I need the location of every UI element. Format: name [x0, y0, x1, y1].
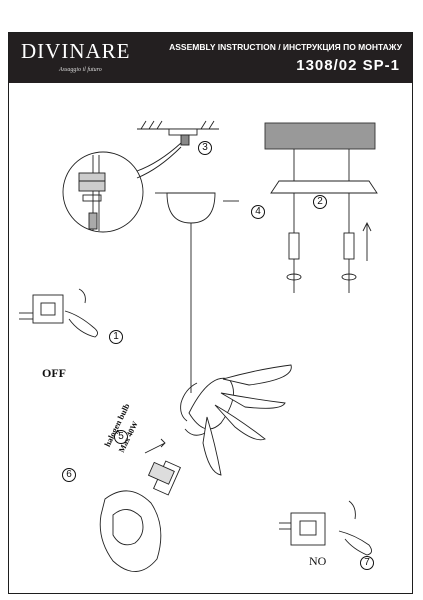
canopy-drawing: [155, 192, 239, 393]
step-7-marker: 7: [360, 556, 374, 570]
document-title: ASSEMBLY INSTRUCTION / ИНСТРУКЦИЯ ПО МОН…: [169, 42, 402, 52]
brand-tagline: Assaggio il futuro: [59, 67, 102, 73]
off-label: OFF: [42, 366, 66, 380]
step-6-marker: 6: [62, 468, 76, 482]
header-bar: DIVINARE Assaggio il futuro ASSEMBLY INS…: [9, 33, 412, 83]
lamp-body-drawing: [144, 364, 292, 496]
step-2-marker: 2: [313, 195, 327, 209]
switch-on-drawing: [279, 500, 372, 556]
ceiling-wiring-detail: [62, 120, 219, 233]
model-number: 1308/02 SP-1: [296, 57, 400, 74]
page-frame: [8, 32, 413, 594]
step-4-marker: 4: [251, 205, 265, 219]
brand-logo: DIVINARE: [21, 39, 131, 63]
step-1-marker: 1: [109, 330, 123, 344]
no-label: NO: [309, 554, 327, 568]
glass-shade-drawing: [99, 490, 162, 572]
assembly-drawing: [19, 120, 378, 572]
switch-off-drawing: [19, 288, 98, 338]
step-3-marker: 3: [198, 141, 212, 155]
step-5-marker: 5: [114, 430, 128, 444]
mounting-bracket-drawing: [264, 122, 378, 293]
